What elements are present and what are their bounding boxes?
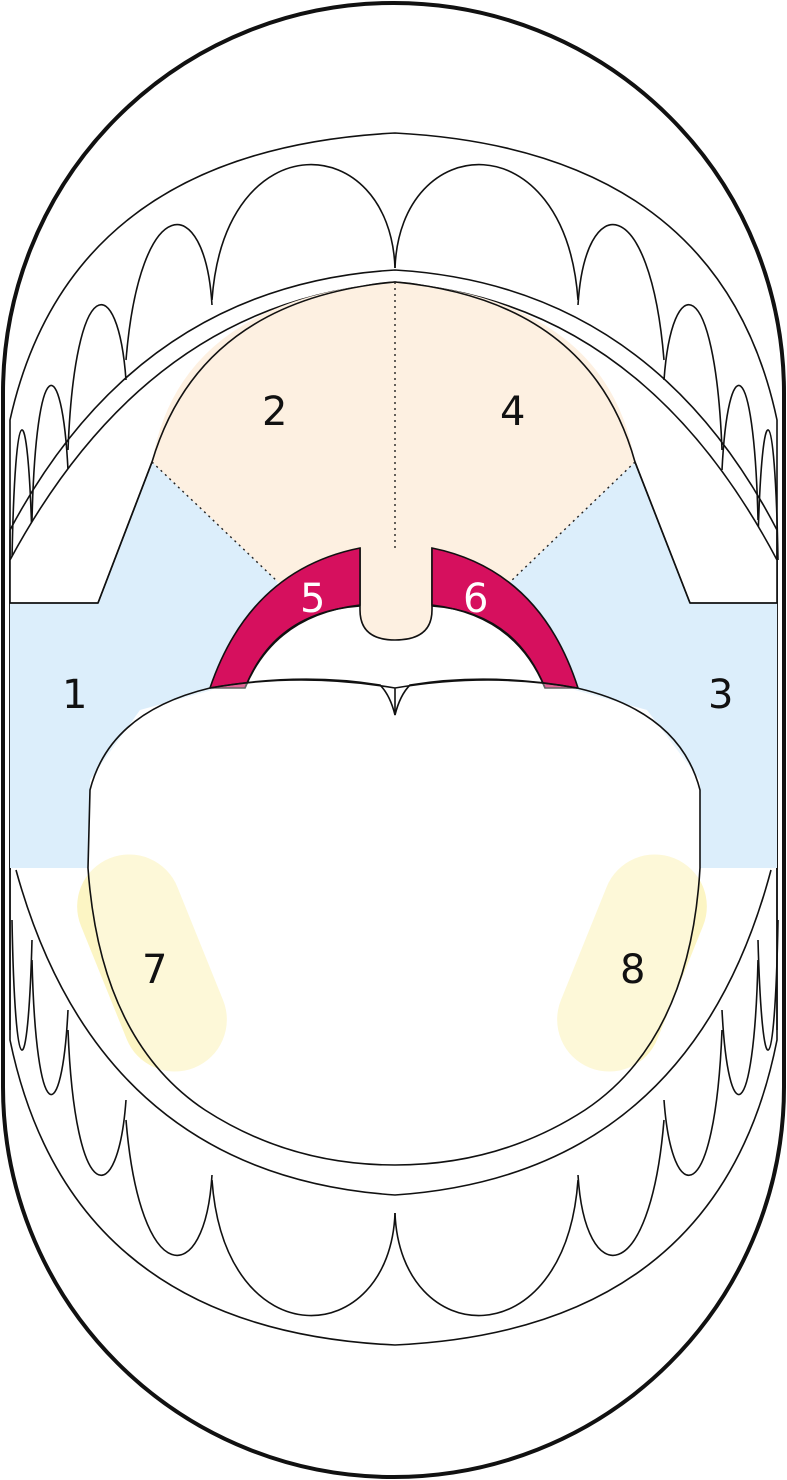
upper-arch bbox=[9, 132, 778, 1030]
upper-teeth bbox=[11, 163, 779, 561]
zone-label-3: 3 bbox=[708, 672, 733, 718]
uvula bbox=[359, 548, 433, 641]
zone-2-shape bbox=[152, 282, 395, 640]
lower-arch bbox=[9, 830, 778, 1346]
zone-3-shape bbox=[510, 462, 777, 868]
zone-label-4: 4 bbox=[500, 389, 525, 435]
zone-1-shape bbox=[10, 462, 278, 868]
zone-8-shape bbox=[557, 854, 707, 1072]
zone-label-5: 5 bbox=[300, 576, 325, 622]
zone-label-6: 6 bbox=[463, 576, 488, 622]
zone-label-7: 7 bbox=[142, 947, 167, 993]
zone-label-1: 1 bbox=[62, 672, 87, 718]
zone-label-8: 8 bbox=[620, 947, 645, 993]
zone-7-shape bbox=[77, 854, 227, 1072]
zone-4-shape bbox=[395, 282, 635, 640]
zone-label-2: 2 bbox=[262, 389, 287, 435]
lower-teeth bbox=[11, 919, 779, 1317]
